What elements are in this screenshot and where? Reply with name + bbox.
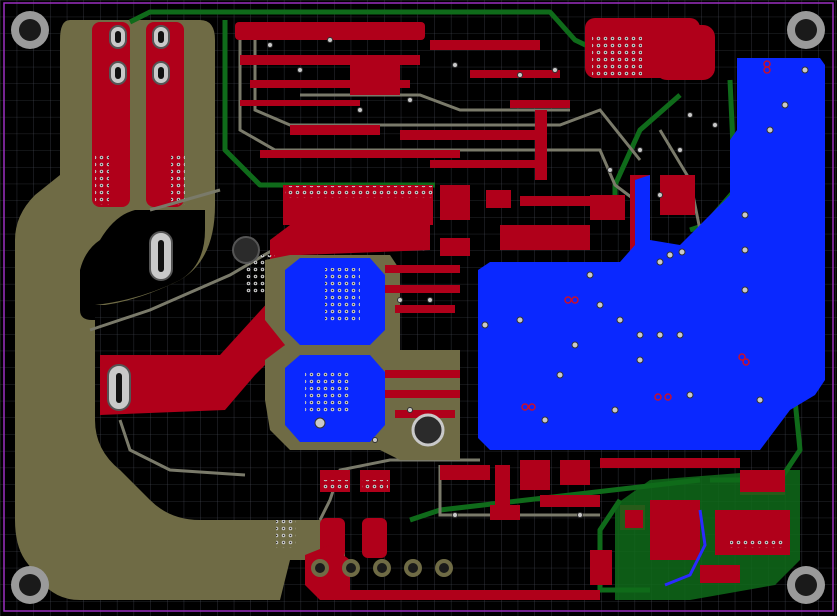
large-holes xyxy=(232,236,445,447)
mount-hole-bottom-right xyxy=(787,566,825,604)
dot-array-top-right xyxy=(592,35,642,77)
dot-array-lower-2 xyxy=(362,480,388,490)
slot-hole-left-inner xyxy=(116,373,122,403)
blue-pour-right xyxy=(478,58,825,450)
vias-right xyxy=(481,66,809,424)
connector-pins xyxy=(311,559,453,577)
dot-array-2 xyxy=(171,155,185,205)
dot-array-blue-lower xyxy=(305,372,350,414)
dot-array-header xyxy=(285,186,433,198)
blue-trace-bottom xyxy=(664,509,707,587)
vias-right-red xyxy=(521,60,771,411)
mount-hole-bottom-left xyxy=(11,566,49,604)
dot-array-bottom-left xyxy=(276,520,296,548)
power-pour-inner-cut xyxy=(80,210,205,320)
dot-array-lower-1 xyxy=(322,480,348,490)
dot-array-1 xyxy=(95,155,109,205)
mount-hole-top-right xyxy=(787,11,825,49)
dot-array-bottom-right xyxy=(730,538,785,548)
slot-holes-inner xyxy=(115,31,164,272)
mount-hole-top-left xyxy=(11,11,49,49)
dot-array-blue-upper xyxy=(325,268,360,323)
vias-top xyxy=(267,37,718,518)
board-outline xyxy=(3,2,834,612)
